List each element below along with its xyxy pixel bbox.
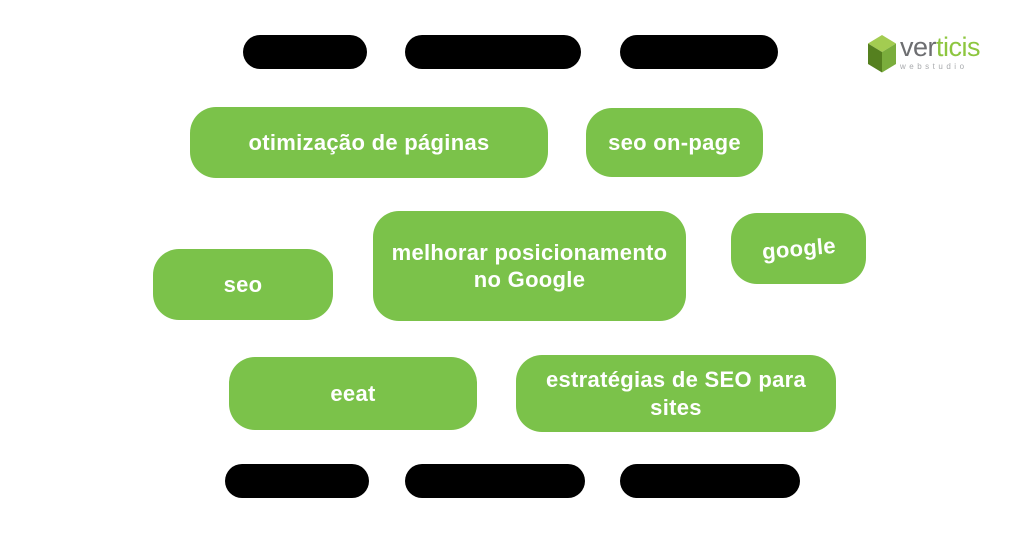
keyword-label: seo	[223, 271, 263, 297]
keyword-pill-seo-on-page: seo on-page	[586, 108, 763, 177]
keyword-label: estratégias de SEO para sites	[545, 367, 807, 420]
keyword-pill-otimizacao-de-paginas: otimização de páginas	[190, 107, 548, 178]
keyword-label: google	[760, 232, 837, 264]
keyword-label: otimização de páginas	[248, 129, 490, 155]
logo-wordmark: verticis	[900, 32, 981, 62]
keyword-label: eeat	[330, 380, 376, 406]
logo-wordmark-prefix: ver	[900, 32, 937, 62]
logo-subtitle: webstudio	[900, 62, 968, 71]
keyword-label: seo on-page	[608, 129, 741, 155]
keyword-pill-estrategias-seo-sites: estratégias de SEO para sites	[516, 355, 836, 432]
redacted-pill-top-2	[405, 35, 581, 69]
keyword-pill-melhorar-posicionamento: melhorar posicionamento no Google	[373, 211, 686, 321]
logo-text-column: verticis webstudio	[900, 32, 981, 71]
verticis-logo: verticis webstudio	[868, 32, 981, 73]
keyword-pill-seo: seo	[153, 249, 333, 320]
logo-wordmark-suffix: ticis	[936, 32, 981, 62]
keyword-label: melhorar posicionamento no Google	[391, 239, 668, 293]
redacted-pill-bottom-1	[225, 464, 369, 498]
keyword-pill-google: google	[731, 213, 866, 284]
redacted-pill-bottom-2	[405, 464, 585, 498]
cube-icon	[868, 35, 896, 73]
redacted-pill-top-3	[620, 35, 778, 69]
keyword-pill-eeat: eeat	[229, 357, 477, 430]
redacted-pill-top-1	[243, 35, 367, 69]
redacted-pill-bottom-3	[620, 464, 800, 498]
